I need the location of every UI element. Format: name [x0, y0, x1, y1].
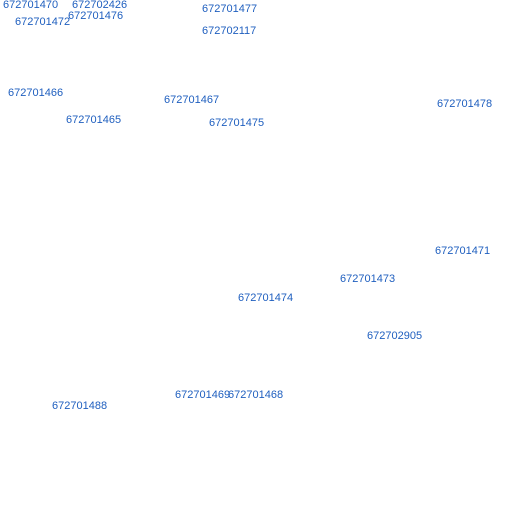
parcel-label[interactable]: 672701478: [437, 98, 493, 110]
parcel-label[interactable]: 672701472: [15, 16, 71, 28]
parcel-label[interactable]: 672702905: [367, 330, 423, 342]
parcel-label[interactable]: 672701471: [435, 245, 491, 257]
parcel-label[interactable]: 672701468: [228, 389, 284, 401]
parcel-label[interactable]: 672701488: [52, 400, 108, 412]
parcel-label[interactable]: 672701476: [68, 10, 124, 22]
parcel-label[interactable]: 672701465: [66, 114, 122, 126]
parcel-label[interactable]: 672702117: [202, 25, 257, 37]
parcel-label[interactable]: 672702426: [72, 0, 128, 11]
parcel-label[interactable]: 672701469: [175, 389, 231, 401]
parcel-label[interactable]: 672701475: [209, 117, 265, 129]
parcel-label[interactable]: 672701467: [164, 94, 220, 106]
parcel-label[interactable]: 672701466: [8, 87, 64, 99]
parcel-label[interactable]: 672701474: [238, 292, 294, 304]
parcel-label[interactable]: 672701470: [3, 0, 59, 11]
parcel-label[interactable]: 672701473: [340, 273, 396, 285]
parcel-label[interactable]: 672701477: [202, 3, 258, 15]
